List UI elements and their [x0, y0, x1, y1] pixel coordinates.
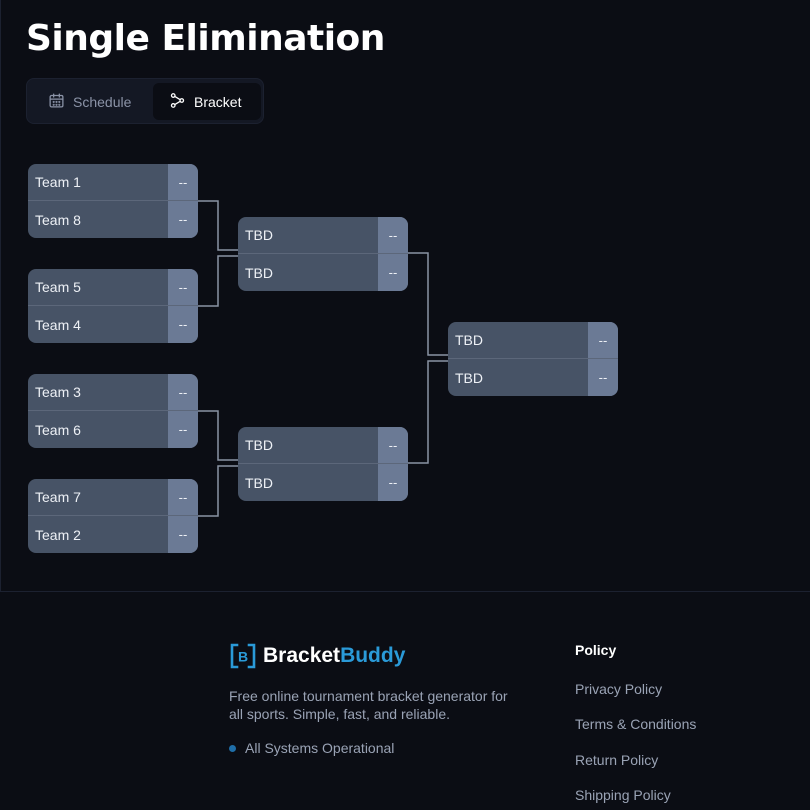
match-r1-4[interactable]: Team 7 -- Team 2 --	[28, 479, 198, 553]
match-slot[interactable]: Team 1 --	[28, 164, 198, 201]
team-score[interactable]: --	[378, 427, 408, 463]
match-r1-2[interactable]: Team 5 -- Team 4 --	[28, 269, 198, 343]
team-score[interactable]: --	[168, 201, 198, 238]
match-slot[interactable]: TBD --	[238, 254, 408, 291]
team-name: Team 6	[35, 421, 81, 438]
match-slot[interactable]: TBD --	[238, 217, 408, 254]
bracket-logo-icon: B	[230, 643, 256, 669]
match-slot[interactable]: Team 3 --	[28, 374, 198, 411]
match-slot[interactable]: Team 4 --	[28, 306, 198, 343]
match-final[interactable]: TBD -- TBD --	[448, 322, 618, 396]
team-score[interactable]: --	[378, 254, 408, 291]
status-dot-icon	[229, 744, 236, 752]
policy-heading: Policy	[575, 642, 617, 658]
match-slot[interactable]: Team 2 --	[28, 516, 198, 553]
brand-logo[interactable]: B BracketBuddy	[229, 642, 405, 670]
match-r1-1[interactable]: Team 1 -- Team 8 --	[28, 164, 198, 238]
team-name: Team 7	[35, 489, 81, 505]
team-name: Team 3	[35, 384, 81, 400]
team-name: TBD	[245, 264, 273, 281]
match-slot[interactable]: Team 7 --	[28, 479, 198, 516]
team-name: TBD	[455, 369, 483, 386]
view-tabs: Schedule Bracket	[26, 78, 264, 124]
team-name: Team 5	[35, 279, 81, 295]
team-score[interactable]: --	[168, 411, 198, 448]
shipping-policy-link[interactable]: Shipping Policy	[575, 787, 671, 803]
team-name: TBD	[245, 227, 273, 243]
match-r1-3[interactable]: Team 3 -- Team 6 --	[28, 374, 198, 448]
brand-name-part1: Bracket	[263, 644, 341, 667]
match-slot[interactable]: Team 6 --	[28, 411, 198, 448]
brand-letter: B	[238, 649, 248, 665]
privacy-policy-link[interactable]: Privacy Policy	[575, 681, 663, 697]
team-score[interactable]: --	[588, 322, 618, 358]
match-slot[interactable]: Team 8 --	[28, 201, 198, 238]
footer-tagline: Free online tournament bracket generator…	[229, 688, 508, 722]
team-score[interactable]: --	[168, 479, 198, 515]
tab-bracket-label: Bracket	[194, 93, 242, 110]
tab-bracket[interactable]: Bracket	[153, 83, 261, 120]
team-name: TBD	[245, 437, 273, 453]
main-panel: Single Elimination Schedule	[0, 0, 810, 592]
tab-schedule-label: Schedule	[73, 93, 132, 110]
team-name: Team 1	[35, 174, 81, 190]
team-score[interactable]: --	[168, 516, 198, 553]
team-score[interactable]: --	[168, 269, 198, 305]
team-score[interactable]: --	[168, 164, 198, 200]
team-name: Team 8	[35, 211, 81, 228]
bracket-icon	[169, 92, 186, 112]
terms-conditions-link[interactable]: Terms & Conditions	[575, 716, 697, 732]
match-slot[interactable]: Team 5 --	[28, 269, 198, 306]
team-name: Team 4	[35, 316, 81, 333]
team-name: Team 2	[35, 526, 81, 543]
brand-name-part2: Buddy	[340, 644, 406, 667]
team-score[interactable]: --	[378, 217, 408, 253]
match-slot[interactable]: TBD --	[448, 359, 618, 396]
team-score[interactable]: --	[168, 374, 198, 410]
match-r2-1[interactable]: TBD -- TBD --	[238, 217, 408, 291]
match-slot[interactable]: TBD --	[448, 322, 618, 359]
system-status-label: All Systems Operational	[245, 740, 395, 756]
team-score[interactable]: --	[378, 464, 408, 501]
page-title: Single Elimination	[26, 18, 385, 59]
match-slot[interactable]: TBD --	[238, 427, 408, 464]
team-score[interactable]: --	[588, 359, 618, 396]
team-name: TBD	[245, 474, 273, 491]
system-status[interactable]: All Systems Operational	[229, 740, 394, 756]
calendar-icon	[48, 92, 65, 112]
team-name: TBD	[455, 332, 483, 348]
match-slot[interactable]: TBD --	[238, 464, 408, 501]
return-policy-link[interactable]: Return Policy	[575, 752, 659, 768]
tab-schedule[interactable]: Schedule	[29, 83, 153, 120]
team-score[interactable]: --	[168, 306, 198, 343]
match-r2-2[interactable]: TBD -- TBD --	[238, 427, 408, 501]
